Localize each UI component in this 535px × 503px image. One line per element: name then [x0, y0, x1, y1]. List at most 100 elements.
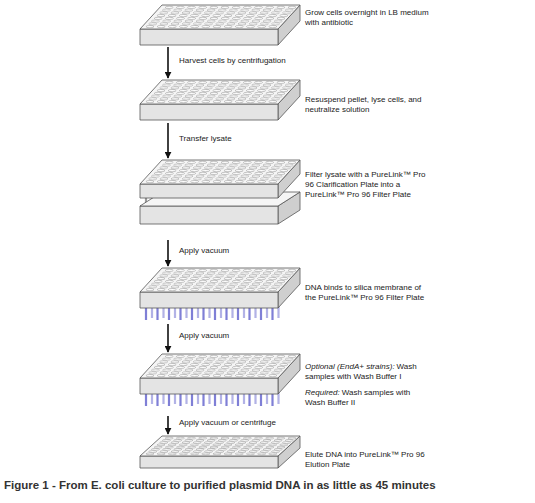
plate-well [149, 372, 157, 374]
plate-well [241, 272, 249, 274]
plate-well [185, 20, 193, 22]
plate-well [204, 442, 212, 444]
step-text: Resuspend pellet, lyse cells, and neutra… [305, 95, 422, 114]
plate-well [193, 167, 201, 169]
plate-well [260, 98, 268, 100]
plate-well [165, 355, 173, 357]
plate-well [269, 375, 277, 377]
plate-well [216, 275, 224, 277]
plate-well [188, 446, 196, 448]
plate-well [235, 15, 243, 17]
plate-well [165, 81, 173, 83]
plate-well [277, 437, 285, 439]
plate-well [224, 364, 232, 366]
plate-well [157, 364, 165, 366]
plate-well [269, 101, 277, 103]
plate-well [266, 437, 274, 439]
plate-well [257, 90, 265, 92]
plate-well [213, 15, 221, 17]
plate-well [213, 444, 221, 446]
plate-top [140, 268, 300, 292]
plate-well [179, 289, 187, 291]
plate-well [210, 6, 218, 8]
plate-well [168, 278, 176, 280]
plate-well [182, 361, 190, 363]
plate-well [168, 26, 176, 28]
plate-well [168, 444, 176, 446]
plate-well [171, 167, 179, 169]
plate-well [193, 275, 201, 277]
filter-tip [156, 308, 158, 320]
plate-well [252, 20, 260, 22]
plate-well [154, 92, 162, 94]
plate-well [151, 95, 159, 97]
plate-well [174, 283, 182, 285]
plate-well [154, 172, 162, 174]
plate-well [174, 175, 182, 177]
plate-well [193, 12, 201, 14]
plate-well [174, 9, 182, 11]
plate-well [162, 272, 170, 274]
plate-well [196, 448, 204, 450]
plate-well [252, 9, 260, 11]
plate-well [205, 23, 213, 25]
plate-well [230, 283, 238, 285]
plate-well [210, 81, 218, 83]
plate-well [199, 17, 207, 19]
plate-well [229, 84, 237, 86]
plate-well [196, 95, 204, 97]
plate-well [179, 181, 187, 183]
plate-well [163, 448, 171, 450]
plate-well [274, 84, 282, 86]
plate-well [182, 23, 190, 25]
plate-well [266, 161, 274, 163]
plate-well [227, 167, 235, 169]
plate-well [243, 161, 251, 163]
plate-well [221, 269, 229, 271]
plate-well [168, 453, 176, 455]
plate-well [154, 280, 162, 282]
plate-well [157, 444, 165, 446]
plate-well [179, 444, 187, 446]
plate-well [182, 98, 190, 100]
plate-well [185, 272, 193, 274]
plate-well [188, 92, 196, 94]
plate-well [160, 178, 168, 180]
plate-well [227, 275, 235, 277]
plate-well [171, 372, 179, 374]
plate-well [193, 451, 201, 453]
plate-well [258, 101, 266, 103]
plate-well [280, 15, 288, 17]
plate-well [238, 275, 246, 277]
plate-well [271, 87, 279, 89]
plate-well [174, 95, 182, 97]
plate-well [246, 364, 254, 366]
plate-well [249, 12, 257, 14]
plate-well [196, 164, 204, 166]
plate-well [185, 283, 193, 285]
plate-well [218, 164, 226, 166]
plate-well [146, 453, 154, 455]
plate-well [199, 355, 207, 357]
plate-well [241, 283, 249, 285]
plate-well [193, 178, 201, 180]
plate-well [193, 23, 201, 25]
plate-well [288, 161, 296, 163]
plate-well [235, 453, 243, 455]
plate-well [230, 448, 238, 450]
plate-well [277, 355, 285, 357]
step-action-label: Transfer lysate [178, 134, 233, 144]
plate-well [229, 439, 237, 441]
plate-well [241, 439, 249, 441]
plate-well [244, 172, 252, 174]
plate-well [269, 444, 277, 446]
plate-well [165, 269, 173, 271]
plate-well [283, 442, 291, 444]
plate-well [229, 272, 237, 274]
plate-well [274, 358, 282, 360]
plate-well [196, 439, 204, 441]
filter-tip [145, 394, 147, 406]
plate-well [263, 175, 271, 177]
plate-well [274, 369, 282, 371]
plate-well [202, 364, 210, 366]
